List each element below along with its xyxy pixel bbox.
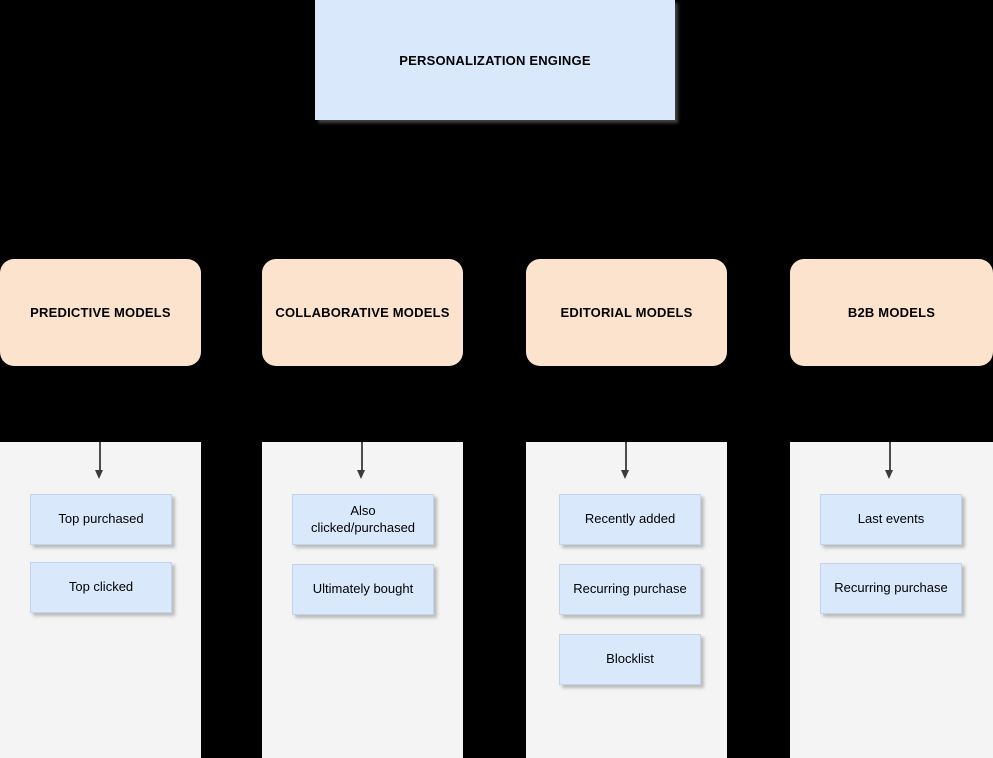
- arrow-down-icon-editorial: [620, 442, 632, 480]
- arrow-down-icon-predictive: [94, 442, 106, 480]
- item-label: Recently added: [584, 511, 676, 527]
- arrow-head: [621, 470, 629, 479]
- arrow-shaft: [99, 442, 101, 472]
- list-item[interactable]: Recurring purchase: [820, 563, 962, 614]
- item-label: Top clicked: [68, 579, 134, 595]
- list-item[interactable]: Last events: [820, 494, 962, 545]
- model-box-predictive[interactable]: PREDICTIVE MODELS: [0, 259, 201, 366]
- list-item[interactable]: Ultimately bought: [292, 564, 434, 615]
- list-item[interactable]: Recently added: [559, 494, 701, 545]
- list-item[interactable]: Recurring purchase: [559, 564, 701, 615]
- model-box-editorial[interactable]: EDITORIAL MODELS: [526, 259, 727, 366]
- item-label: Top purchased: [58, 511, 144, 527]
- item-label: Ultimately bought: [312, 581, 414, 597]
- item-label: Recurring purchase: [573, 581, 687, 597]
- arrow-head: [357, 470, 365, 479]
- arrow-head: [95, 470, 103, 479]
- arrow-down-icon-b2b: [884, 442, 896, 480]
- model-label-editorial: EDITORIAL MODELS: [560, 305, 693, 320]
- personalization-engine-box[interactable]: PERSONALIZATION ENGINGE: [315, 0, 675, 120]
- list-item[interactable]: Also clicked/purchased: [292, 494, 434, 545]
- item-label: Also clicked/purchased: [310, 502, 416, 535]
- list-item[interactable]: Blocklist: [559, 634, 701, 685]
- item-label: Recurring purchase: [834, 580, 948, 596]
- model-box-b2b[interactable]: B2B MODELS: [790, 259, 993, 366]
- model-label-b2b: B2B MODELS: [847, 305, 936, 320]
- arrow-shaft: [361, 442, 363, 472]
- item-label: Last events: [857, 511, 925, 527]
- model-label-collaborative: COLLABORATIVE MODELS: [275, 305, 450, 320]
- model-box-collaborative[interactable]: COLLABORATIVE MODELS: [262, 259, 463, 366]
- list-item[interactable]: Top purchased: [30, 494, 172, 545]
- arrow-head: [885, 470, 893, 479]
- arrow-down-icon-collaborative: [356, 442, 368, 480]
- item-label: Blocklist: [606, 651, 654, 667]
- list-item[interactable]: Top clicked: [30, 562, 172, 613]
- arrow-shaft: [625, 442, 627, 472]
- model-label-predictive: PREDICTIVE MODELS: [30, 305, 171, 320]
- arrow-shaft: [889, 442, 891, 472]
- personalization-engine-label: PERSONALIZATION ENGINGE: [399, 52, 591, 68]
